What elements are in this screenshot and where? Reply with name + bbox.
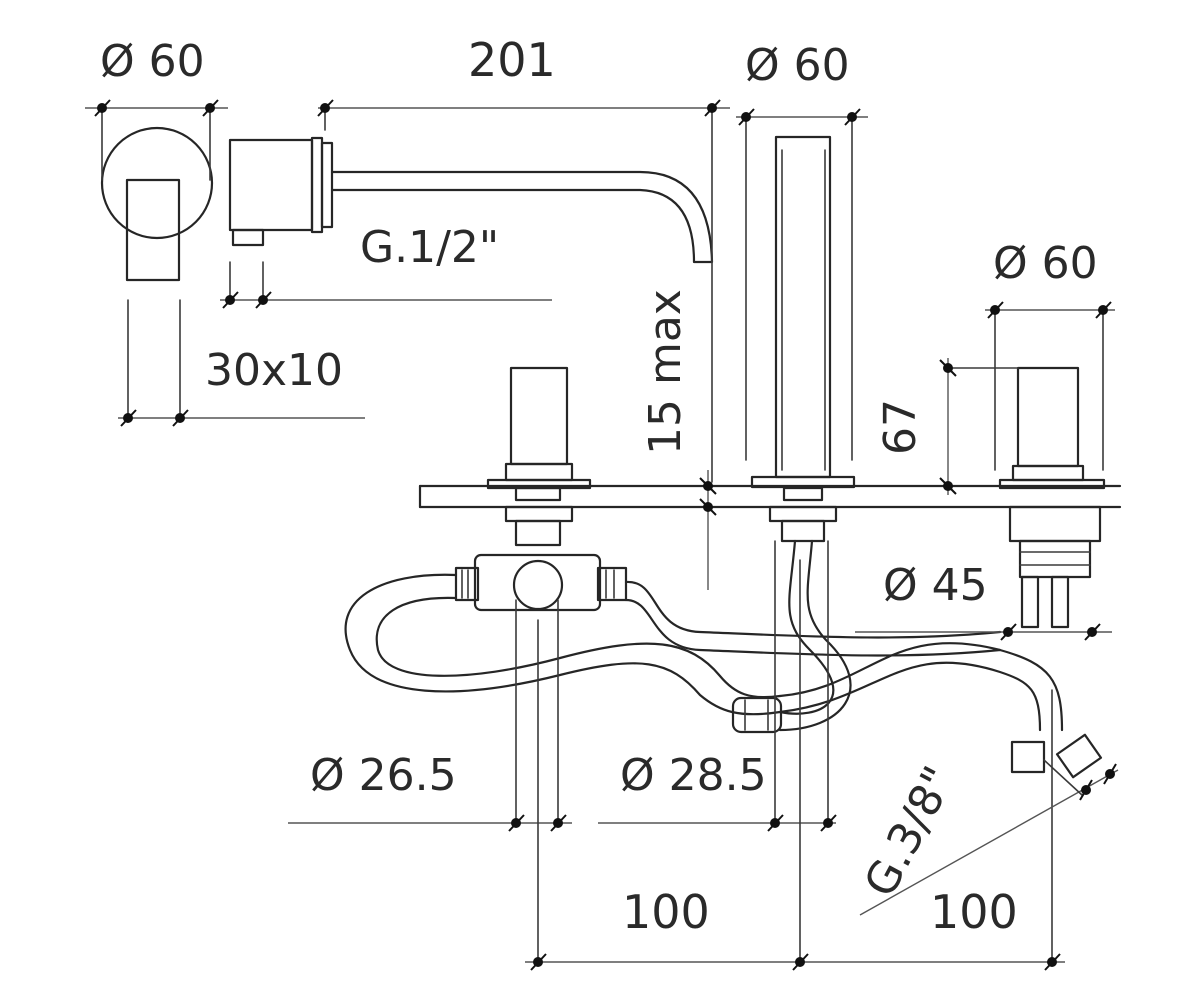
label-thread-half-inch: G.1/2" [360, 222, 499, 273]
label-height-67: 67 [875, 399, 926, 455]
deck-plate [418, 484, 1122, 509]
label-spacing-100-right: 100 [930, 885, 1018, 939]
label-dia-28-5: Ø 28.5 [620, 750, 767, 801]
label-spout-length: 201 [468, 33, 556, 87]
label-dia-45: Ø 45 [883, 560, 988, 611]
mixer-lever [486, 366, 592, 490]
dimension-lines [85, 107, 1119, 963]
dimension-terminators [94, 99, 1117, 971]
label-max-15: 15 max [640, 289, 691, 455]
label-dia-60-hand-shower: Ø 60 [745, 40, 850, 91]
hand-shower [750, 135, 856, 489]
wall-rose-lever [100, 126, 214, 419]
label-thread-three-eighths: G.3/8" [855, 758, 965, 905]
label-spacing-100-left: 100 [622, 885, 710, 939]
label-lever-30x10: 30x10 [205, 345, 343, 396]
diverter-knob [998, 366, 1106, 490]
under-deck-fittings [454, 486, 1103, 779]
label-dia-60-diverter: Ø 60 [993, 238, 1098, 289]
wall-spout [228, 136, 714, 301]
label-dia-26-5: Ø 26.5 [310, 750, 457, 801]
flexible-hoses [344, 539, 1064, 734]
label-dia-60-wall-rose: Ø 60 [100, 36, 205, 87]
